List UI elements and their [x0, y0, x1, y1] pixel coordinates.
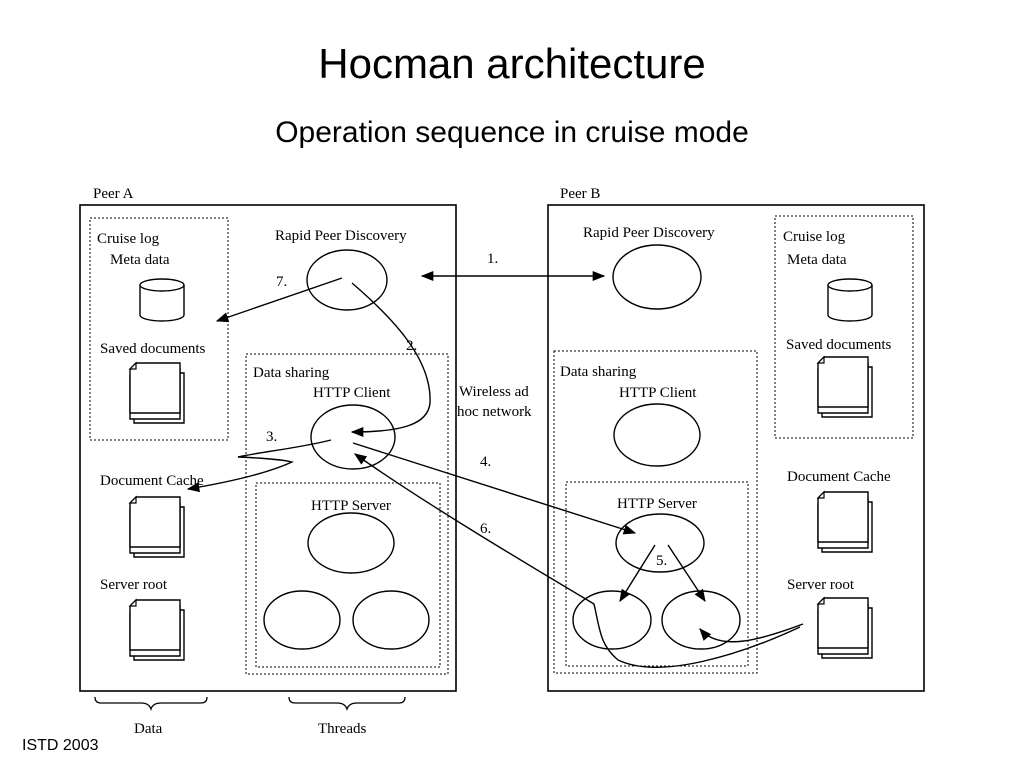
peer-a-server-root-label: Server root: [100, 577, 168, 593]
peer-b-http-server-group: [565, 481, 749, 667]
peer-a-data-sharing-label: Data sharing: [253, 365, 330, 381]
slide-title: Hocman architecture: [318, 40, 706, 87]
step-1-label: 1.: [487, 251, 498, 267]
arrow-step-3: [186, 439, 332, 493]
peer-a-cruise-log-group: [89, 217, 229, 441]
peer-b-http-server-ellipse: [615, 513, 705, 573]
peer-a-document-cache-label: Document Cache: [100, 473, 204, 489]
step-2-label: 2.: [406, 338, 417, 354]
peer-b-saved-documents-icon: [817, 356, 873, 418]
peer-b-http-server-label: HTTP Server: [617, 496, 697, 512]
peer-a-thread-1-ellipse: [263, 590, 341, 650]
network-label-line-1: Wireless ad: [459, 384, 529, 400]
peer-a-label: Peer A: [93, 186, 134, 202]
peer-a-saved-documents-label: Saved documents: [100, 341, 206, 357]
peer-b-cruise-log-label: Cruise log: [783, 229, 846, 245]
peer-b-server-root-icon: [817, 597, 873, 659]
peer-a-thread-2-ellipse: [352, 590, 430, 650]
arrow-server-root-to-thread: [699, 623, 804, 643]
step-6-label: 6.: [480, 521, 491, 537]
peer-b-http-client-label: HTTP Client: [619, 385, 697, 401]
peer-b-server-root-label: Server root: [787, 577, 855, 593]
arrow-step-2: [350, 282, 431, 438]
peer-a-http-server-ellipse: [307, 512, 395, 574]
peer-b-data-sharing-group: [553, 350, 758, 674]
peer-b-thread-2-ellipse: [661, 590, 741, 650]
threads-brace: [288, 696, 406, 712]
peer-a-http-client-label: HTTP Client: [313, 385, 391, 401]
peer-b-saved-documents-label: Saved documents: [786, 337, 892, 353]
peer-b-data-sharing-label: Data sharing: [560, 364, 637, 380]
peer-a-meta-data-label: Meta data: [110, 252, 170, 268]
slide-footer: ISTD 2003: [22, 737, 99, 754]
peer-a-http-server-label: HTTP Server: [311, 498, 391, 514]
peer-b-thread-1-ellipse: [572, 590, 652, 650]
peer-b-cruise-log-group: [774, 215, 914, 439]
peer-a-database-icon: [139, 278, 185, 322]
peer-a-data-sharing-group: [245, 353, 449, 675]
step-5-label: 5.: [656, 553, 667, 569]
peer-b-meta-data-label: Meta data: [787, 252, 847, 268]
data-brace: [94, 696, 208, 712]
peer-a-box: [79, 204, 457, 692]
arrow-step-5-left: [619, 544, 656, 603]
peer-b-document-cache-label: Document Cache: [787, 469, 891, 485]
peer-a-saved-documents-icon: [129, 362, 185, 424]
arrow-step-7: [215, 277, 343, 323]
peer-a-server-root-icon: [129, 599, 185, 661]
peer-a-document-cache-icon: [129, 496, 185, 558]
step-7-label: 7.: [276, 274, 287, 290]
arrow-step-6: [353, 453, 801, 668]
peer-b-rapid-peer-discovery-label: Rapid Peer Discovery: [583, 225, 715, 241]
peer-b-http-client-ellipse: [613, 403, 701, 467]
step-3-label: 3.: [266, 429, 277, 445]
peer-b-rapid-peer-discovery-ellipse: [612, 244, 702, 310]
peer-a-http-server-group: [255, 482, 441, 668]
data-brace-label: Data: [134, 721, 163, 737]
peer-a-http-client-ellipse: [310, 404, 396, 470]
slide-subtitle: Operation sequence in cruise mode: [275, 116, 749, 149]
peer-b-database-icon: [827, 278, 873, 322]
peer-b-document-cache-icon: [817, 491, 873, 553]
arrow-step-4: [352, 442, 637, 535]
arrow-step-5-right: [667, 544, 706, 603]
peer-a-cruise-log-label: Cruise log: [97, 231, 160, 247]
peer-b-label: Peer B: [560, 186, 600, 202]
peer-a-rapid-peer-discovery-ellipse: [306, 249, 388, 311]
network-label-line-2: hoc network: [457, 404, 532, 420]
step-4-label: 4.: [480, 454, 491, 470]
peer-b-box: [547, 204, 925, 692]
peer-a-rapid-peer-discovery-label: Rapid Peer Discovery: [275, 228, 407, 244]
threads-brace-label: Threads: [318, 721, 366, 737]
